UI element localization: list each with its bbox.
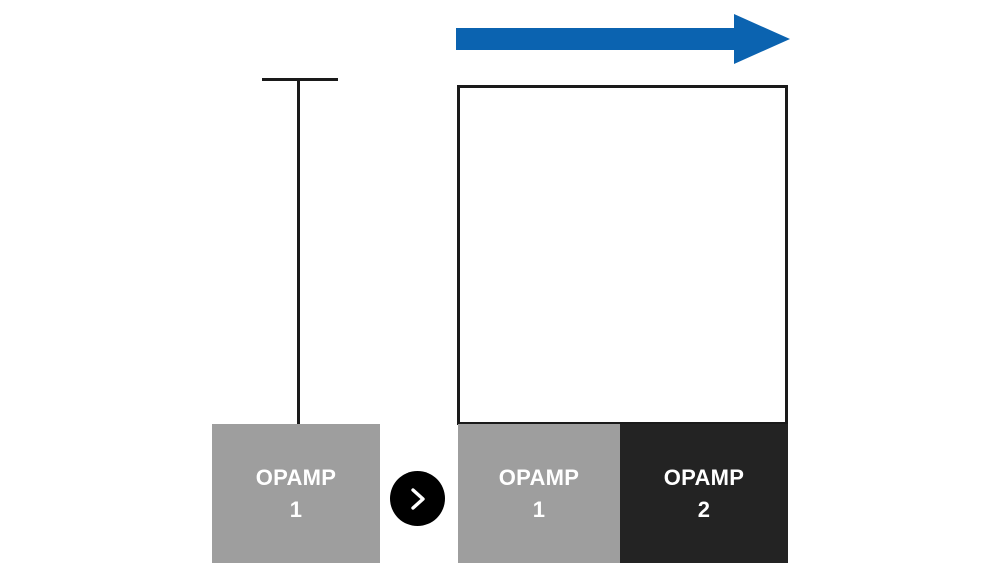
chevron-right-icon[interactable] — [390, 471, 445, 526]
block-opamp-2-after[interactable]: OPAMP 2 — [620, 424, 788, 563]
block-label-line1: OPAMP — [498, 464, 580, 490]
block-label-line2: 1 — [532, 496, 546, 522]
block-opamp-1-before[interactable]: OPAMP 1 — [212, 424, 380, 563]
block-label-line1: OPAMP — [255, 464, 337, 490]
bracket-stem — [297, 78, 300, 426]
combined-capacity-outline — [457, 85, 788, 425]
blue-growth-arrow — [456, 14, 790, 64]
block-label-line1: OPAMP — [663, 464, 745, 490]
height-measure-bracket — [262, 78, 338, 426]
block-opamp-1-after[interactable]: OPAMP 1 — [458, 424, 620, 563]
block-label-line2: 1 — [289, 496, 303, 522]
block-label-line2: 2 — [697, 496, 711, 522]
bracket-cap — [262, 78, 338, 81]
